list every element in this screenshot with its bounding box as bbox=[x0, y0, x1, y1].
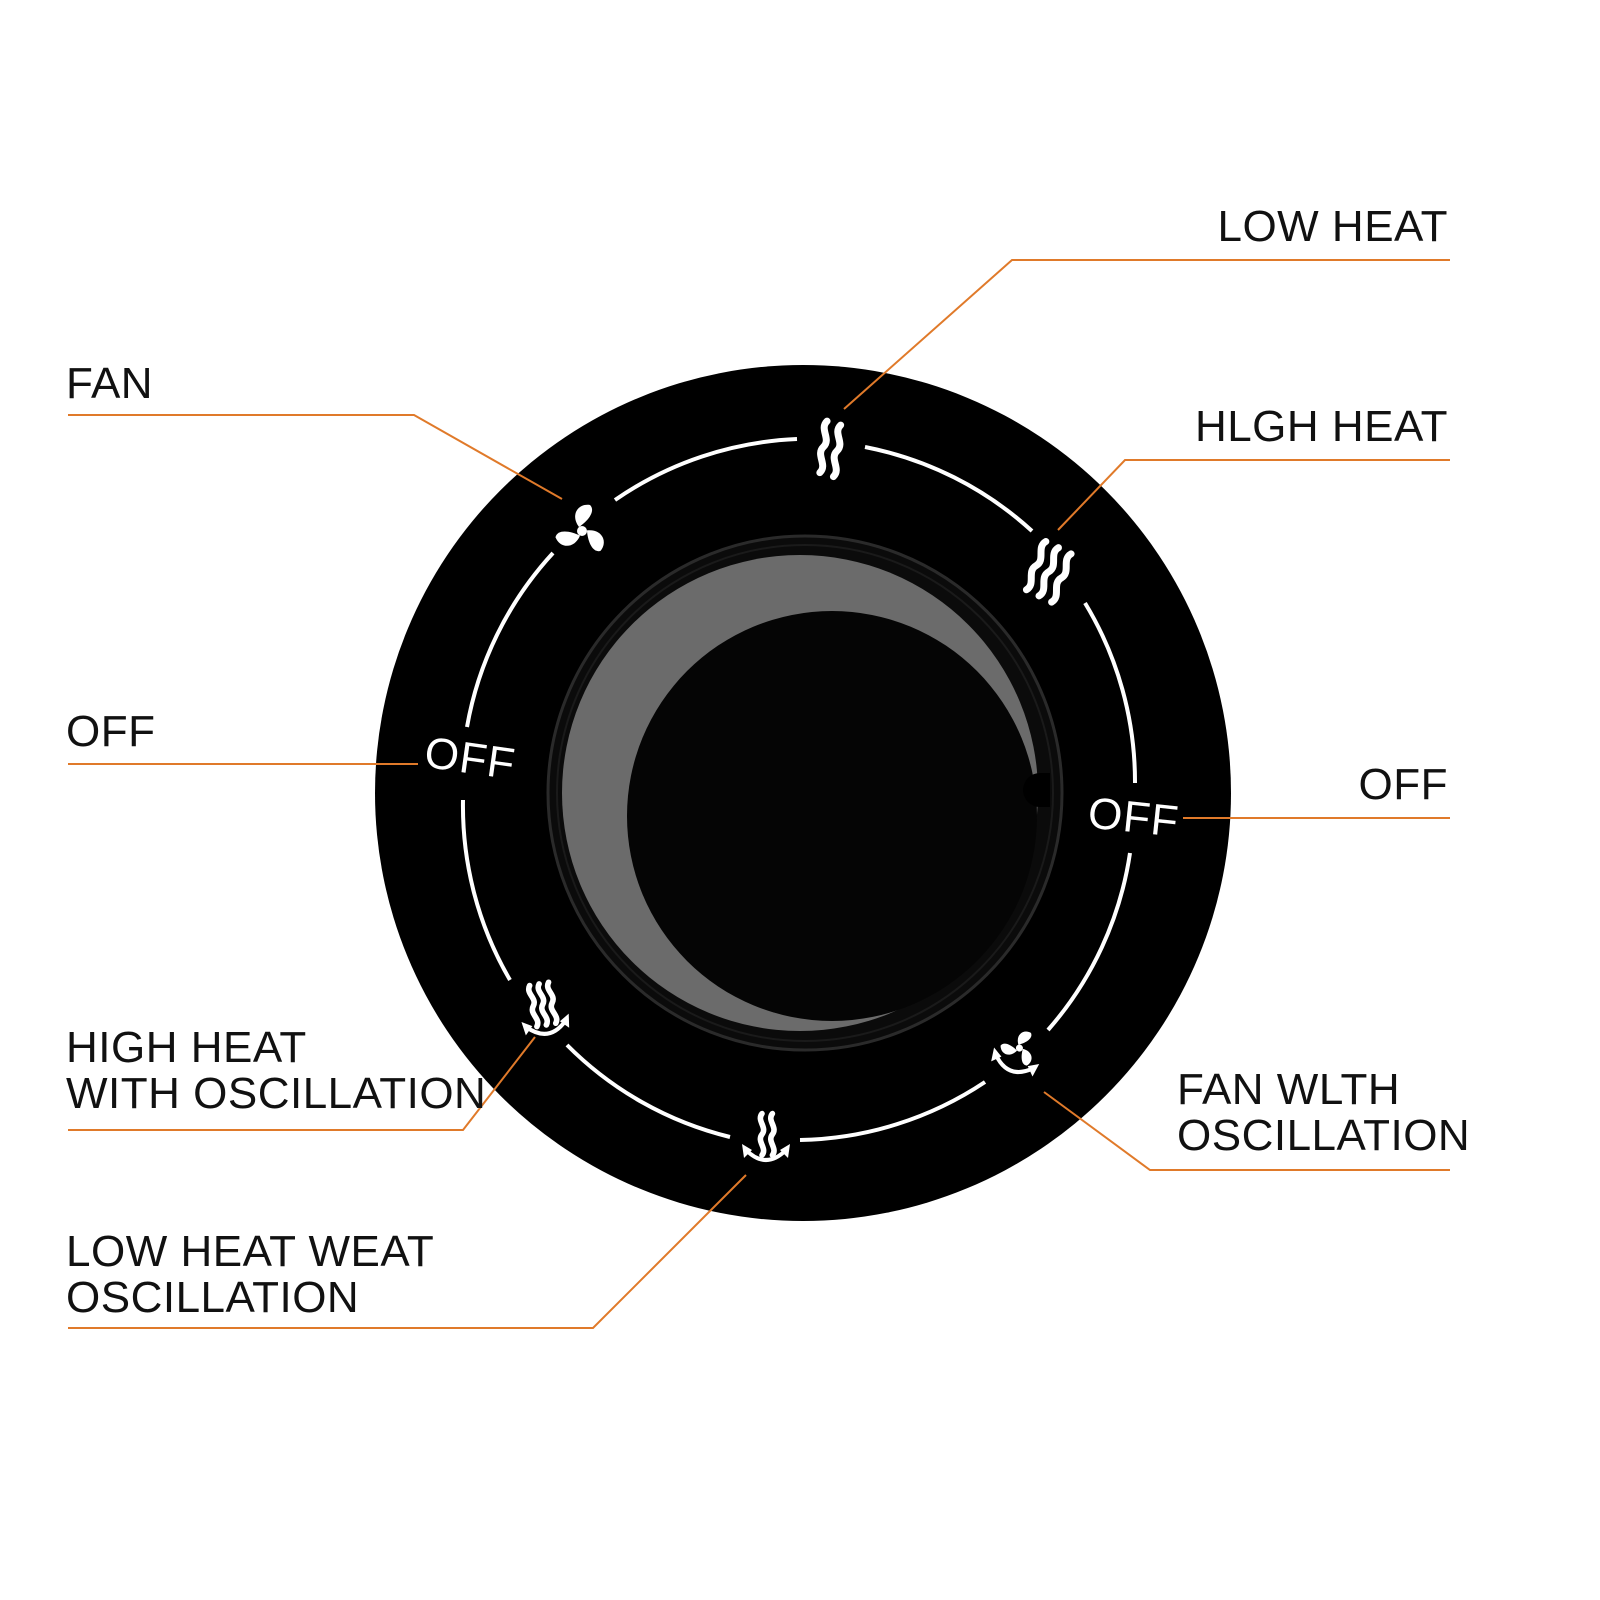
leader-fan-oscillation bbox=[1043, 1091, 1450, 1171]
label-off-left: OFF bbox=[66, 707, 155, 756]
label-fan-oscillation-line2: OSCILLATION bbox=[1177, 1111, 1470, 1160]
label-low-heat-oscillation-line1: LOW HEAT WEAT bbox=[66, 1227, 434, 1276]
label-high-heat: HLGH HEAT bbox=[1195, 402, 1448, 451]
leader-fan bbox=[68, 414, 563, 500]
leader-high-heat-oscillation bbox=[68, 1036, 536, 1131]
knob-pointer-notch bbox=[1023, 773, 1050, 807]
label-high-heat-oscillation-line1: HIGH HEAT bbox=[66, 1023, 307, 1072]
leader-low-heat-oscillation bbox=[68, 1174, 747, 1329]
leader-low-heat bbox=[843, 259, 1450, 410]
label-low-heat: LOW HEAT bbox=[1217, 202, 1448, 251]
label-low-heat-oscillation-line2: OSCILLATION bbox=[66, 1273, 359, 1322]
control-knob[interactable] bbox=[546, 534, 1064, 1052]
label-high-heat-oscillation-line2: WITH OSCILLATION bbox=[66, 1069, 486, 1118]
dial-off-right: OFF bbox=[1086, 788, 1182, 846]
label-off-right: OFF bbox=[1359, 760, 1448, 809]
label-fan-oscillation-line1: FAN WLTH bbox=[1177, 1065, 1400, 1114]
knob-center bbox=[627, 611, 1037, 1021]
leader-lines bbox=[68, 259, 1450, 1329]
leader-high-heat bbox=[1057, 459, 1450, 531]
label-fan: FAN bbox=[66, 359, 153, 408]
dial-scale-arc bbox=[460, 437, 1138, 1142]
